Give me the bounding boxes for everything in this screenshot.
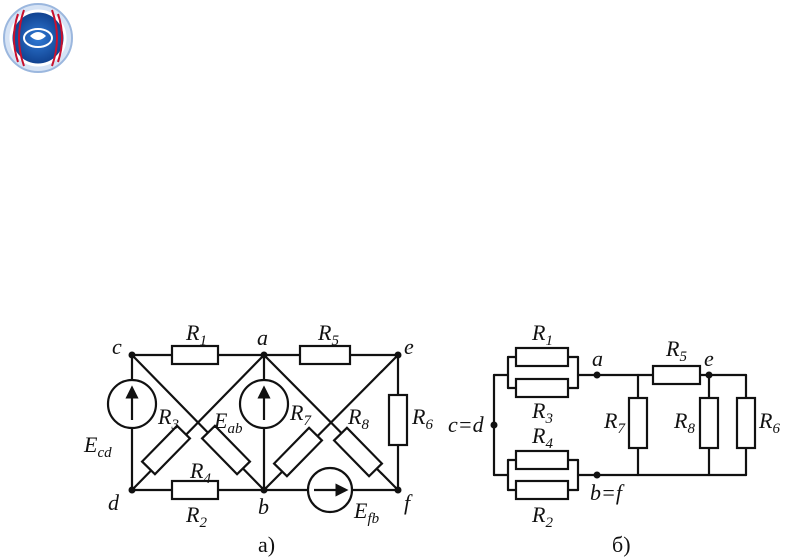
resistor-r2-b	[514, 479, 570, 501]
label-node-e: e	[404, 334, 414, 359]
label-node-b: b	[258, 494, 269, 519]
label-r8-a: R8	[347, 404, 369, 433]
resistor-r1-a	[170, 344, 220, 366]
node-f	[394, 486, 402, 494]
node-b	[260, 486, 268, 494]
resistor-r4-b	[514, 449, 570, 471]
resistor-r3-a	[140, 424, 192, 476]
label-r7-b: R7	[603, 408, 626, 437]
label-r3-b: R3	[531, 398, 553, 427]
label-node-bf: b=f	[590, 480, 625, 505]
node-d	[128, 486, 136, 494]
label-node-a-b: a	[592, 346, 603, 371]
resistor-r6-a	[387, 393, 409, 447]
resistor-r7-b	[627, 396, 649, 450]
label-r3-a: R3	[157, 404, 179, 433]
label-r8-b: R8	[673, 408, 695, 437]
label-node-c: c	[112, 334, 122, 359]
node-cd	[490, 421, 498, 429]
node-bf	[593, 471, 601, 479]
university-logo-icon	[3, 3, 73, 73]
resistor-r8-b	[698, 396, 720, 450]
label-r2-b: R2	[531, 502, 553, 531]
wires-b	[492, 355, 748, 492]
label-efb: Efb	[353, 498, 380, 527]
label-r2-a: R2	[185, 502, 207, 531]
resistor-r8-a	[332, 426, 384, 478]
label-eab: Eab	[213, 408, 243, 437]
label-node-d: d	[108, 490, 120, 515]
label-node-cd: c=d	[448, 412, 485, 437]
caption-b: б)	[612, 532, 631, 557]
label-r4-a: R4	[189, 458, 211, 487]
label-ecd: Ecd	[83, 432, 112, 461]
node-c	[128, 351, 136, 359]
source-efb	[306, 466, 354, 514]
label-r6-b: R6	[758, 408, 780, 437]
source-ecd	[106, 378, 158, 430]
resistor-r1-b	[514, 346, 570, 368]
label-r1-a: R1	[185, 320, 207, 349]
node-e	[394, 351, 402, 359]
node-e-b	[705, 371, 713, 379]
label-node-e-b: e	[704, 346, 714, 371]
label-r1-b: R1	[531, 320, 553, 349]
label-r4-b: R4	[531, 423, 553, 452]
node-a-b	[593, 371, 601, 379]
circuit-diagram-a: c a e d b f R1 R5 R2 R6 R3 R4 R7 R8 Ecd …	[83, 320, 433, 557]
label-node-f: f	[404, 490, 413, 515]
caption-a: а)	[258, 532, 275, 557]
circuit-diagram-b: a e c=d b=f R1 R3 R4 R2 R5 R7 R8 R6 б)	[448, 320, 780, 557]
label-r7-a: R7	[289, 400, 312, 429]
label-r5-a: R5	[317, 320, 339, 349]
label-r5-b: R5	[665, 336, 687, 365]
label-node-a: a	[257, 325, 268, 350]
label-r6-a: R6	[411, 404, 433, 433]
source-eab	[238, 378, 290, 430]
resistor-r2-a	[170, 479, 220, 501]
resistor-r4-a	[200, 424, 252, 476]
node-a	[260, 351, 268, 359]
resistor-r6-b	[735, 396, 757, 450]
resistor-r3-b	[514, 377, 570, 399]
resistor-r7-a	[272, 426, 324, 478]
resistor-r5-a	[298, 344, 352, 366]
resistor-r5-b	[651, 364, 702, 386]
